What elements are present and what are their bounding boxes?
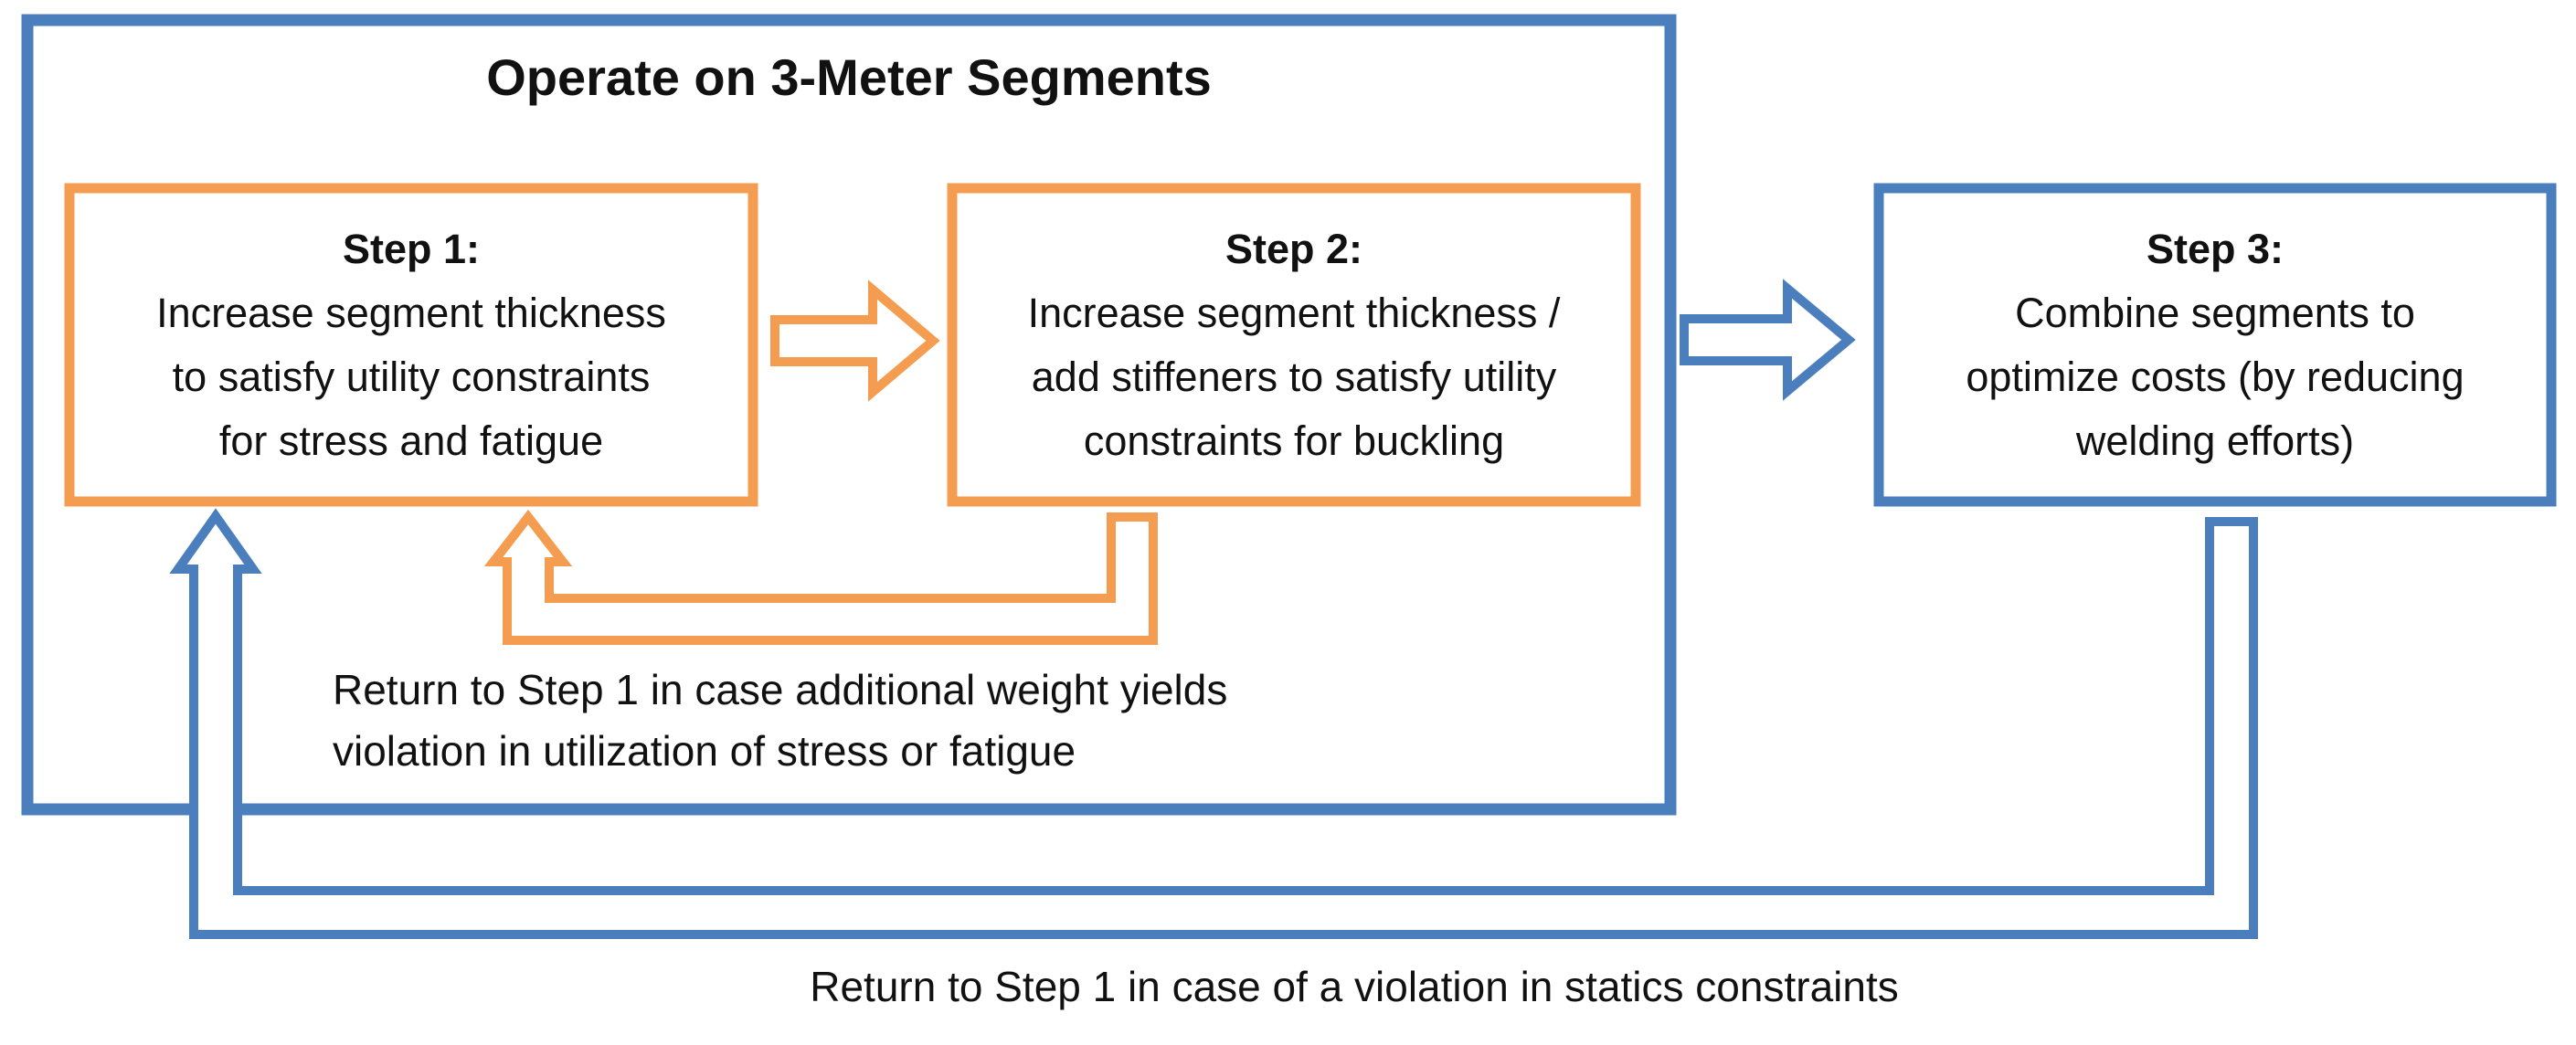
step2-text: Step 2: Increase segment thickness / add… [952, 188, 1636, 501]
step1-line: for stress and fatigue [218, 417, 604, 464]
step2-line: constraints for buckling [1083, 417, 1505, 464]
return-connector-step2-to-step1 [483, 509, 1158, 645]
arrow-step1-to-step2 [770, 280, 940, 402]
step1-line: to satisfy utility constraints [172, 353, 651, 400]
step2-line: add stiffeners to satisfy utility [1031, 353, 1557, 400]
step3-return-note: Return to Step 1 in case of a violation … [810, 963, 1899, 1010]
step1-label: Step 1: [342, 225, 481, 272]
step3-box [1873, 183, 2557, 507]
step3-text: Step 3: Combine segments to optimize cos… [1879, 188, 2551, 501]
container-title: Operate on 3-Meter Segments [486, 48, 1212, 106]
arrow-to-step3 [1680, 279, 1856, 401]
step3-line: welding efforts) [2075, 417, 2355, 464]
return-connector-step3-to-step1 [169, 508, 2258, 939]
step2-return-note: Return to Step 1 in case additional weig… [333, 660, 1227, 782]
step3-label: Step 3: [2146, 225, 2284, 272]
segments-container-outline [21, 14, 1677, 816]
step3-line: Combine segments to [2015, 289, 2415, 336]
step1-box [64, 183, 758, 507]
step2-label: Step 2: [1224, 225, 1363, 272]
step2-line: Increase segment thickness / [1027, 289, 1561, 336]
step1-line: Increase segment thickness [156, 289, 666, 336]
step2-return-note-line: Return to Step 1 in case additional weig… [333, 666, 1228, 713]
step2-box [947, 183, 1641, 507]
step3-line: optimize costs (by reducing [1966, 353, 2465, 400]
step2-return-note-line: violation in utilization of stress or fa… [333, 727, 1076, 775]
step1-text: Step 1: Increase segment thickness to sa… [69, 188, 753, 501]
